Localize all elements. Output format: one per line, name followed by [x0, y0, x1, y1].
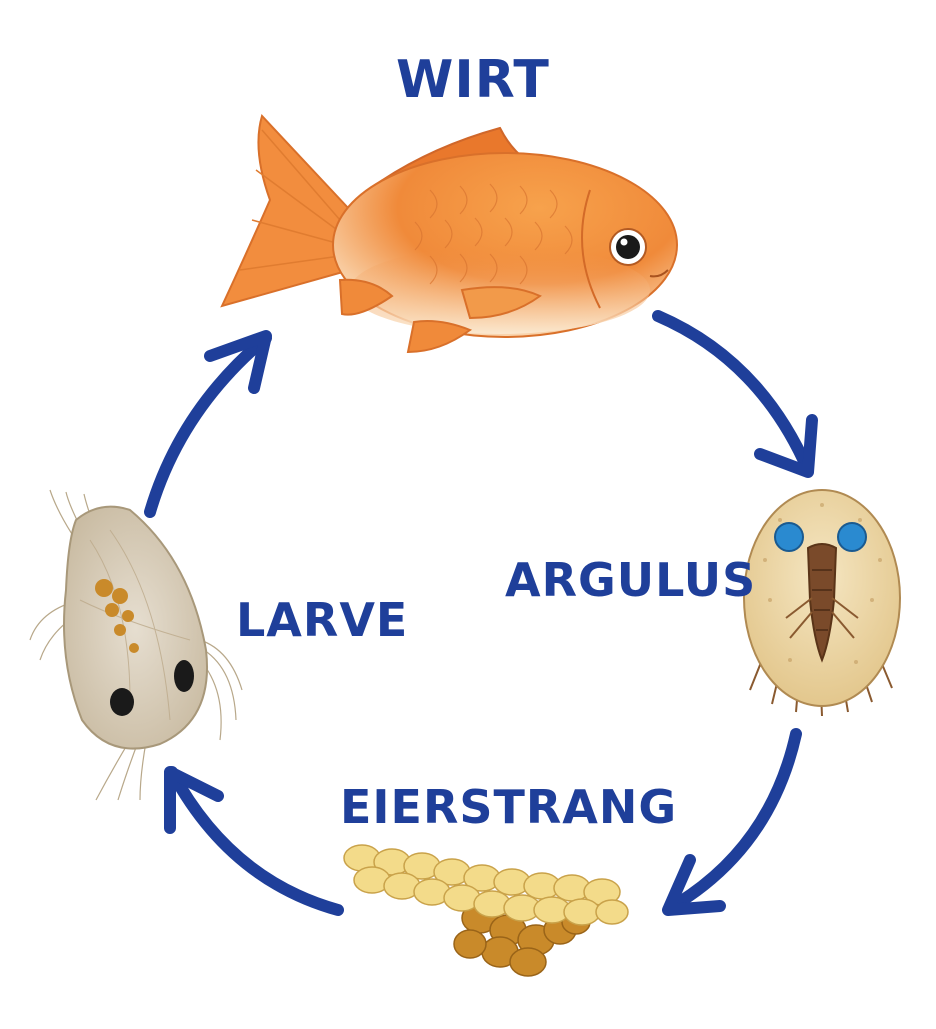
label-host: WIRT [396, 50, 550, 110]
goldfish-icon [220, 114, 678, 354]
cycle-arrows [144, 310, 818, 916]
label-argulus: ARGULUS [505, 553, 757, 607]
larva-icon [29, 489, 243, 801]
argulus-icon [743, 489, 901, 717]
arrow-eggs-to-larva [164, 766, 344, 916]
arrow-larva-to-host [144, 330, 272, 518]
arrow-argulus-to-eggs [662, 728, 802, 916]
egg-string-icon [343, 844, 629, 977]
label-larva: LARVE [236, 593, 409, 647]
label-egg-string: EIERSTRANG [340, 780, 678, 834]
arrow-host-to-argulus [652, 310, 818, 478]
